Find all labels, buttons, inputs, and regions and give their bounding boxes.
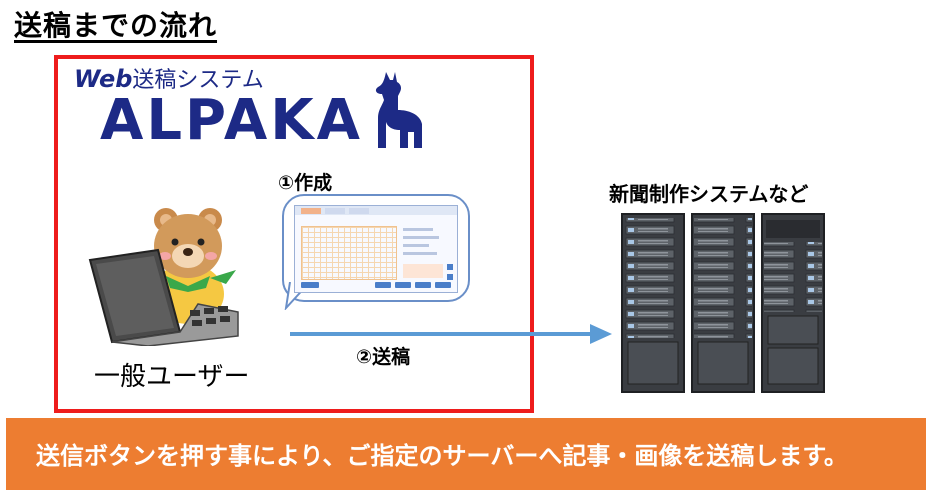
editor-button: [415, 282, 431, 288]
server-racks-illustration: [621, 213, 825, 393]
summary-banner-text: 送信ボタンを押す事により、ご指定のサーバーへ記事・画像を送稿します。: [36, 442, 848, 470]
server-label: 新聞制作システムなど: [609, 182, 809, 206]
logo-tagline: Web送稿システム: [74, 62, 264, 94]
logo-web-text: Web: [74, 65, 133, 93]
server-rack-icon: [761, 213, 825, 393]
editor-side-button: [447, 274, 453, 280]
server-rack-icon: [621, 213, 685, 393]
page-title: 送稿までの流れ: [14, 9, 218, 42]
logo-name: ALPAKA: [100, 88, 363, 153]
general-user-label: 一般ユーザー: [94, 362, 250, 392]
step-send-label: ②送稿: [356, 346, 411, 368]
editor-side-button: [447, 264, 453, 270]
editor-button: [395, 282, 411, 288]
step-create-label: ①作成: [278, 172, 333, 194]
alpaca-icon: [375, 72, 422, 148]
bear-with-laptop-illustration: [88, 208, 239, 346]
logo-tagline-text: 送稿システム: [132, 68, 264, 93]
server-rack-icon: [691, 213, 755, 393]
client-area-frame: [54, 55, 534, 413]
editor-field: [403, 236, 439, 239]
editor-field: [403, 252, 437, 255]
editor-screen-thumbnail: [294, 205, 458, 293]
editor-button: [435, 282, 451, 288]
editor-tab: [349, 208, 369, 214]
editor-button: [375, 282, 391, 288]
editor-topbar: [295, 206, 457, 215]
send-arrow: [290, 324, 612, 344]
editor-field: [403, 244, 429, 247]
editor-button: [301, 282, 319, 288]
editor-field: [403, 228, 433, 231]
editor-image-area: [403, 264, 443, 278]
summary-banner: 送信ボタンを押す事により、ご指定のサーバーへ記事・画像を送稿します。: [6, 418, 926, 490]
editor-tab: [301, 208, 321, 214]
editor-text-grid: [301, 226, 397, 280]
editor-tab: [325, 208, 345, 214]
laptop-icon: [88, 248, 239, 346]
